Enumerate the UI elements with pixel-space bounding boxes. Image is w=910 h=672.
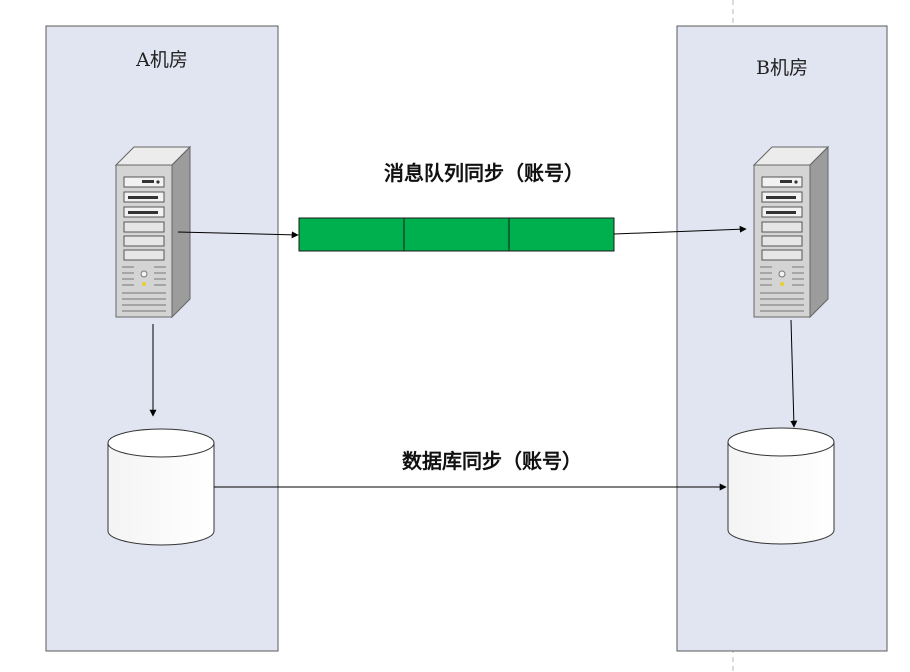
queue-segment <box>508 217 615 252</box>
database-a-icon <box>107 428 215 546</box>
mq-sync-label: 消息队列同步（账号） <box>384 161 584 185</box>
database-b-icon <box>727 427 835 545</box>
room-a-panel <box>45 25 279 652</box>
server-b-icon <box>752 145 830 319</box>
db-sync-label: 数据库同步（账号） <box>402 449 582 473</box>
message-queue <box>298 217 615 252</box>
room-b-title: B机房 <box>756 57 808 79</box>
queue-segment <box>298 217 405 252</box>
arrow-server-b-to-db-b <box>790 319 798 428</box>
room-a: A机房 <box>45 25 279 652</box>
arrow-queue-to-server-b <box>613 225 747 235</box>
arrow-server-a-to-queue <box>177 231 299 239</box>
room-a-title: A机房 <box>135 49 188 71</box>
queue-segment <box>403 217 510 252</box>
room-b: B机房 <box>676 25 888 652</box>
server-a-icon <box>114 145 192 319</box>
room-b-panel <box>676 25 888 652</box>
